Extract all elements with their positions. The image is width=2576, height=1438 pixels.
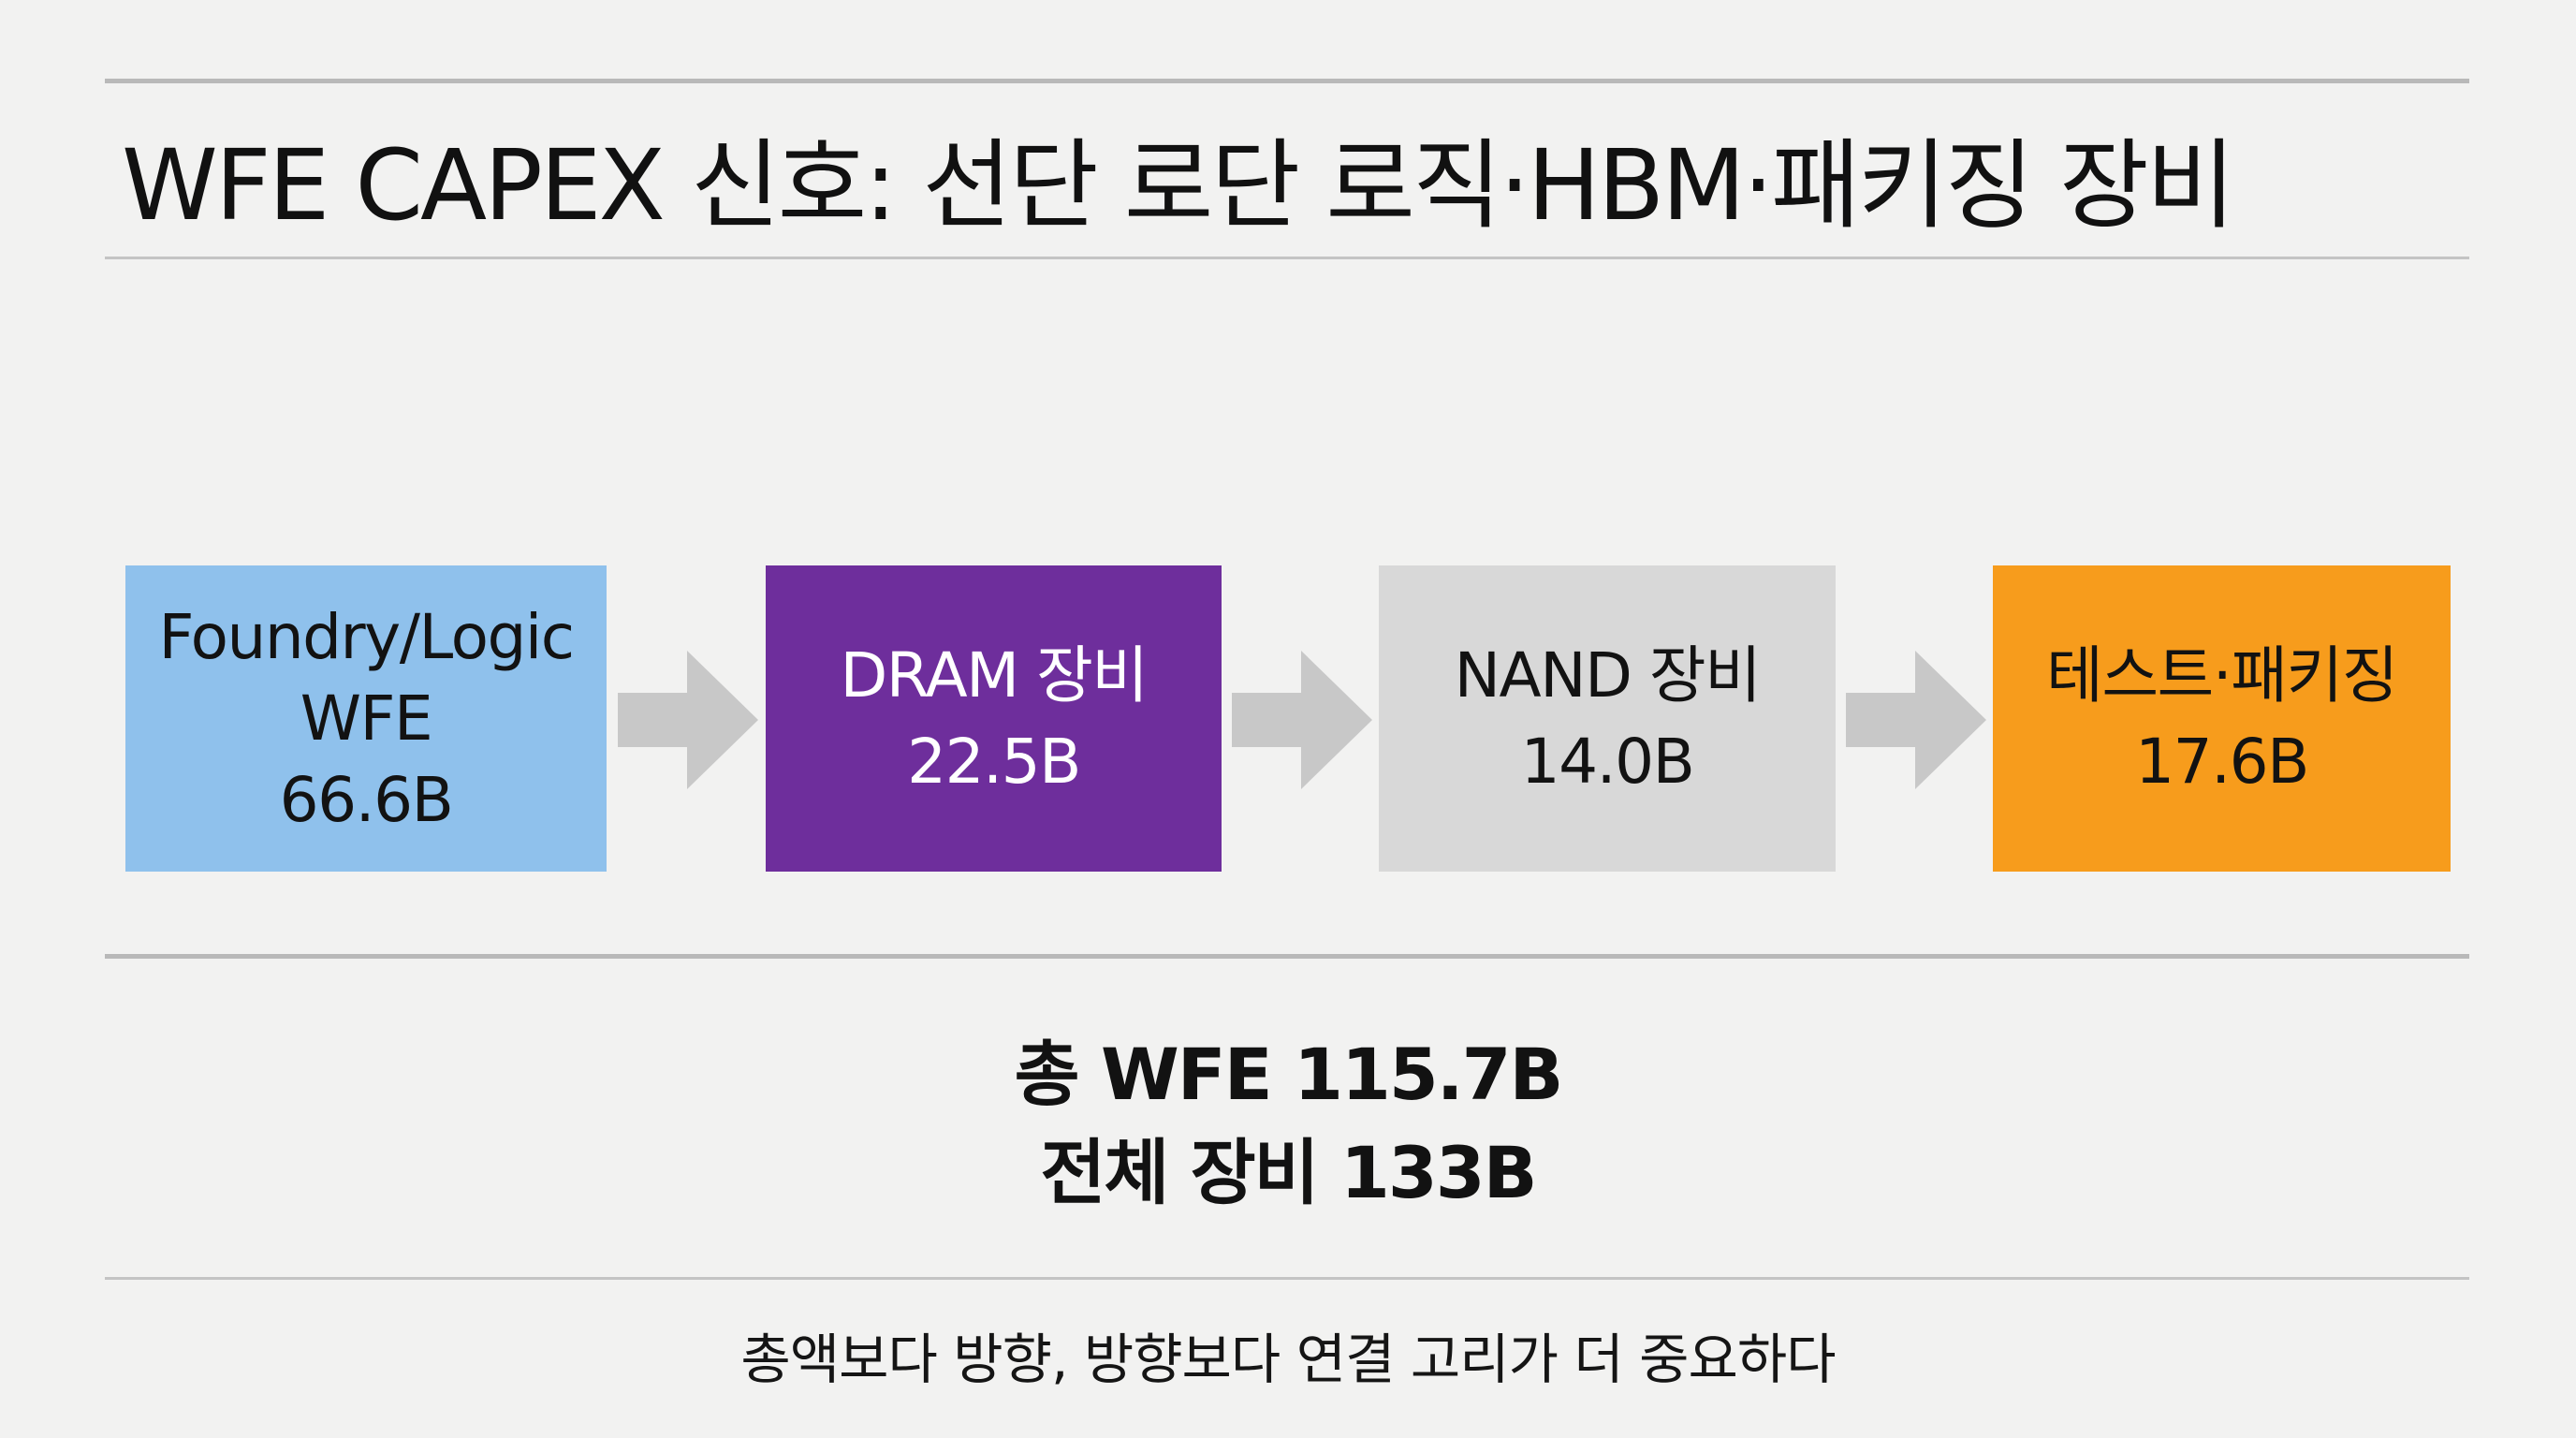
dram-equipment-box: DRAM 장비 22.5B: [766, 565, 1222, 872]
arrow-right-icon: [1232, 651, 1372, 789]
top-divider: [105, 79, 2469, 83]
summary-divider: [105, 954, 2469, 959]
nand-equipment-label: NAND 장비: [1454, 638, 1762, 712]
test-packaging-box: 테스트·패키징 17.6B: [1993, 565, 2451, 872]
total-wfe-summary: 총 WFE 115.7B: [1014, 1033, 1564, 1116]
arrow-right-icon: [618, 651, 758, 789]
nand-equipment-box: NAND 장비 14.0B: [1379, 565, 1836, 872]
bottom-caption: 총액보다 방향, 방향보다 연결 고리가 더 중요하다: [740, 1328, 1836, 1391]
foundry-logic-value: 66.6B: [279, 764, 454, 836]
dram-equipment-label: DRAM 장비: [840, 638, 1149, 712]
test-packaging-value: 17.6B: [2135, 725, 2309, 798]
caption-divider: [105, 1277, 2469, 1280]
total-equipment-summary: 전체 장비 133B: [1040, 1131, 1537, 1214]
nand-equipment-value: 14.0B: [1520, 725, 1695, 798]
foundry-logic-label-line-2: WFE: [300, 682, 433, 755]
page-title: WFE CAPEX 신호: 선단 로단 로직·HBM·패키징 장비: [122, 128, 2235, 242]
arrow-right-icon: [1846, 651, 1986, 789]
dram-equipment-value: 22.5B: [907, 725, 1081, 798]
foundry-logic-label-line-1: Foundry/Logic: [158, 601, 575, 673]
foundry-logic-wfe-box: Foundry/Logic WFE 66.6B: [125, 565, 607, 872]
test-packaging-label: 테스트·패키징: [2046, 638, 2398, 712]
title-divider: [105, 257, 2469, 259]
